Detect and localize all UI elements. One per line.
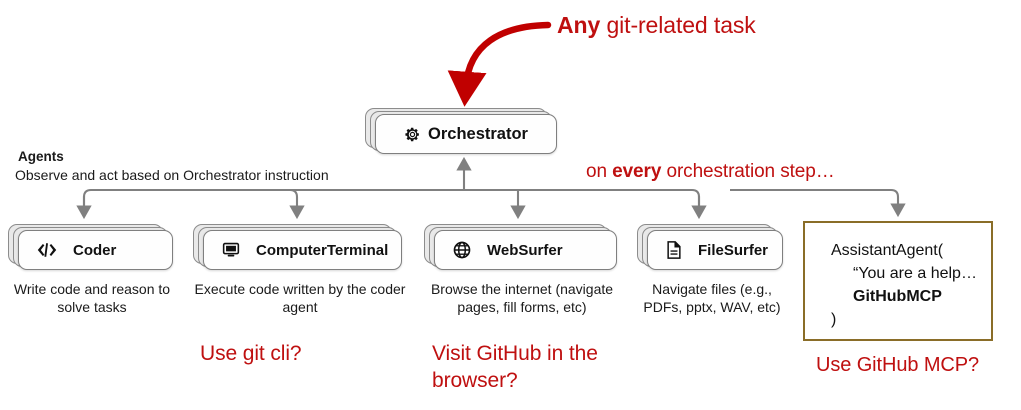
bus-line-left [82, 188, 464, 212]
agent-node-coder[interactable]: Coder [8, 224, 176, 272]
agent-node-websurfer[interactable]: WebSurfer [424, 224, 620, 272]
red-callout-arrow [447, 21, 552, 107]
filesurfer-face[interactable]: FileSurfer [647, 230, 783, 270]
top-callout-text: Any git-related task [557, 10, 756, 40]
assistant-agent-line-4: ) [831, 311, 837, 328]
globe-icon [453, 241, 471, 259]
coder-description: Write code and reason to solve tasks [13, 281, 171, 315]
websurfer-label: WebSurfer [487, 241, 563, 259]
file-document-icon [666, 241, 682, 259]
filesurfer-description: Navigate files (e.g., PDFs, pptx, WAV, e… [643, 281, 781, 315]
coder-label: Coder [73, 241, 117, 259]
code-brackets-icon [37, 242, 57, 258]
step-callout-text: on every orchestration step… [586, 160, 835, 184]
bus-line-right [464, 188, 701, 212]
arrow-to-computerterminal [289, 188, 305, 220]
gear-icon [404, 126, 421, 143]
computerterminal-description: Execute code written by the coder agent [194, 281, 406, 315]
question-use-git-cli: Use git cli? [200, 342, 302, 365]
assistant-agent-mcp-label: GitHubMCP [853, 288, 942, 305]
question-visit-github: Visit GitHub in the browser? [432, 342, 598, 392]
orchestrator-label: Orchestrator [428, 124, 528, 143]
computerterminal-face[interactable]: ComputerTerminal [203, 230, 402, 270]
agents-legend-subtitle: Observe and act based on Orchestrator in… [15, 167, 329, 183]
arrow-to-assistant-agent [730, 188, 906, 218]
top-callout-rest: git-related task [600, 12, 756, 38]
computerterminal-label: ComputerTerminal [256, 241, 389, 259]
top-callout-strong: Any [557, 12, 601, 38]
question-use-github-mcp: Use GitHub MCP? [816, 354, 979, 376]
step-callout-pre: on [586, 161, 613, 182]
step-callout-rest: orchestration step… [661, 161, 835, 182]
filesurfer-label: FileSurfer [698, 241, 769, 259]
coder-face[interactable]: Coder [18, 230, 173, 270]
agents-legend: Agents Observe and act based on Orchestr… [15, 148, 329, 184]
assistant-agent-box[interactable]: AssistantAgent( “You are a help… GitHubM… [803, 221, 993, 341]
agent-node-filesurfer[interactable]: FileSurfer [637, 224, 785, 272]
agents-legend-title: Agents [18, 149, 64, 164]
agent-node-computerterminal[interactable]: ComputerTerminal [193, 224, 405, 272]
websurfer-description: Browse the internet (navigate pages, fil… [430, 281, 614, 315]
orchestrator-node[interactable]: Orchestrator [365, 108, 560, 156]
assistant-agent-line-2: “You are a help… [853, 265, 977, 282]
monitor-icon [222, 241, 240, 259]
step-callout-strong: every [612, 161, 662, 182]
assistant-agent-line-1: AssistantAgent( [831, 242, 944, 259]
websurfer-face[interactable]: WebSurfer [434, 230, 617, 270]
orchestrator-face[interactable]: Orchestrator [375, 114, 557, 154]
